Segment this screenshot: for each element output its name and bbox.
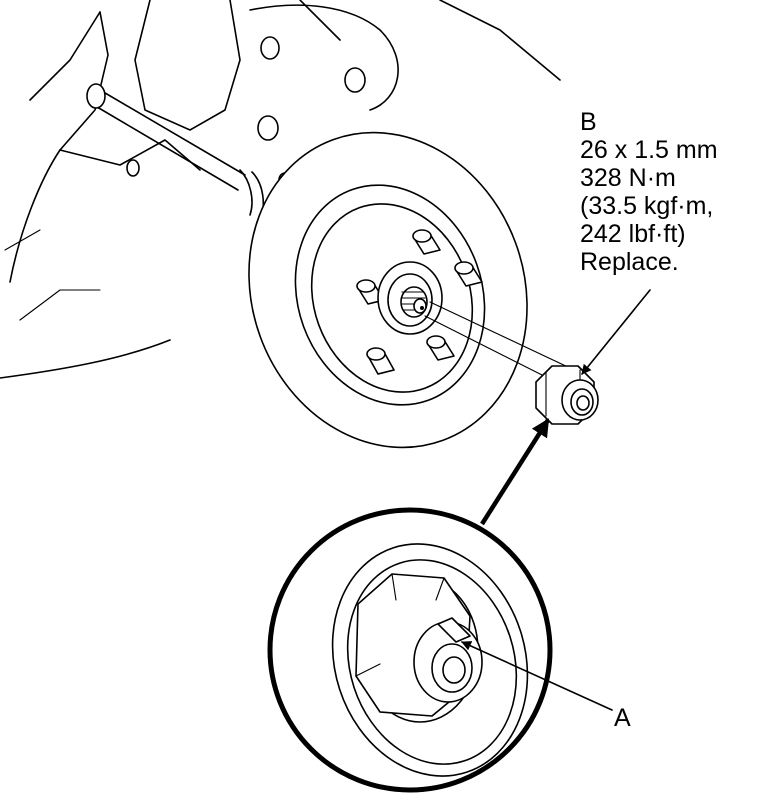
torque-nm: 328 N·m — [580, 164, 676, 192]
wheel-studs — [356, 229, 483, 375]
knuckle-bolt-holes — [126, 36, 366, 188]
callout-b-leader — [581, 289, 651, 375]
callout-b-letter: B — [580, 108, 597, 136]
wheel-stud — [454, 261, 483, 287]
wheel-stud — [426, 335, 455, 361]
callout-b: B 26 x 1.5 mm 328 N·m (33.5 kgf·m, 242 l… — [580, 108, 718, 276]
wheel-stud — [366, 347, 395, 375]
detail-arrow — [480, 418, 550, 526]
torque-kgfm: (33.5 kgf·m, — [580, 192, 714, 220]
installation-guide-lines — [424, 301, 571, 379]
callout-a-letter: A — [614, 704, 631, 732]
spindle-nut-b — [535, 365, 599, 425]
nut-size: 26 x 1.5 mm — [580, 136, 718, 164]
drive-shaft — [86, 83, 265, 223]
detail-magnified-view — [267, 507, 553, 793]
wheel-stud — [412, 229, 441, 255]
replace-note: Replace. — [580, 248, 679, 276]
torque-lbfft: 242 lbf·ft) — [580, 220, 686, 248]
suspension-knuckle — [0, 0, 561, 379]
hub-spindle — [377, 261, 443, 335]
callout-a-leader — [461, 641, 613, 711]
